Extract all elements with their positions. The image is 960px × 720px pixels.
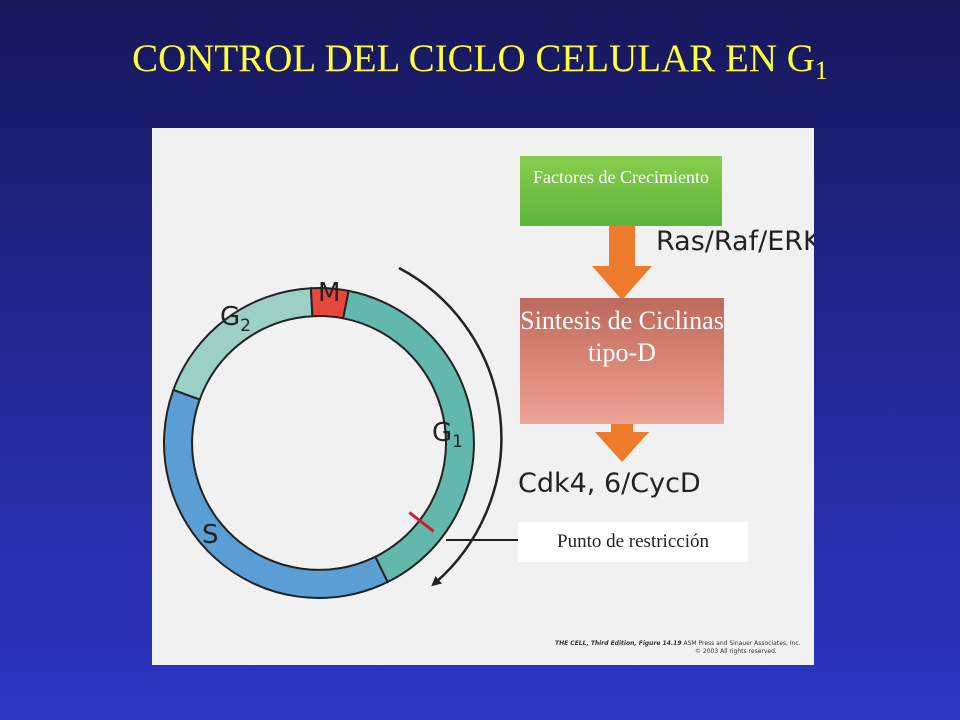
restriction-point-label: Punto de restricción bbox=[518, 522, 748, 562]
cyclin-synthesis-box: Sintesis de Ciclinas tipo-D bbox=[520, 298, 724, 424]
phase-m-label: M bbox=[318, 278, 341, 308]
diagram-graphics bbox=[163, 226, 652, 600]
figure-credit: THE CELL, Third Edition, Figure 14.19 AS… bbox=[555, 640, 811, 656]
arrow-synthesis-to-complex bbox=[595, 424, 649, 462]
slide-title: CONTROL DEL CICLO CELULAR EN G1 bbox=[0, 36, 960, 86]
growth-factors-box: Factores de Crecimiento bbox=[520, 156, 722, 226]
credit-publisher: ASM Press and Sinauer Associates, Inc. bbox=[683, 640, 801, 647]
phase-s-label: S bbox=[202, 520, 219, 550]
title-text: CONTROL DEL CICLO CELULAR EN G bbox=[132, 37, 815, 80]
title-subscript: 1 bbox=[814, 56, 828, 85]
cdk-complex-label: Cdk4, 6/CycD bbox=[518, 468, 701, 499]
pathway-label: Ras/Raf/ERK bbox=[656, 226, 814, 257]
phase-g1-label: G1 bbox=[432, 418, 463, 452]
cycle-direction-arrow bbox=[398, 266, 503, 587]
cell-cycle-figure: Factores de Crecimiento Ras/Raf/ERK Sint… bbox=[152, 128, 814, 665]
credit-book: THE CELL, Third Edition, Figure 14.19 bbox=[555, 640, 682, 647]
arrow-growth-to-synthesis bbox=[592, 226, 652, 300]
restriction-mark bbox=[408, 511, 435, 533]
phase-g2-label: G2 bbox=[220, 302, 251, 336]
credit-copyright: © 2003 All rights reserved. bbox=[695, 648, 777, 655]
phase-s-segment bbox=[163, 388, 389, 600]
